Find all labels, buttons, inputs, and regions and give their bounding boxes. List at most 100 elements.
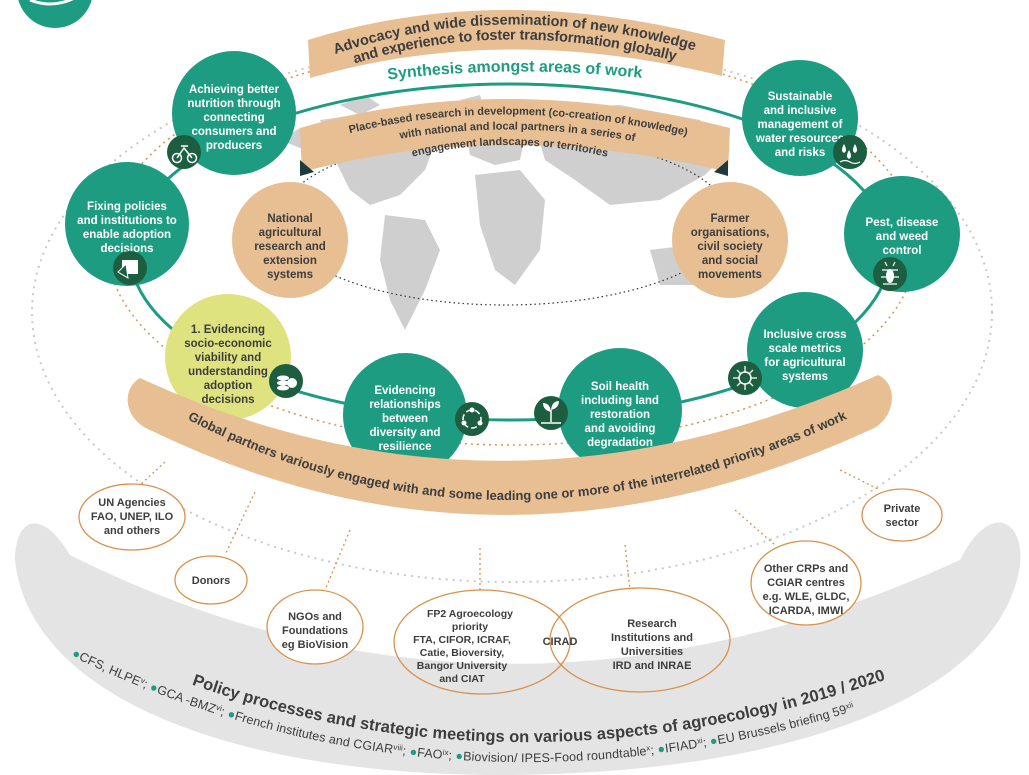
svg-text:Evidencing: Evidencing [374, 385, 435, 397]
policy-bullet: ● [222, 706, 237, 723]
svg-text:Sustainable: Sustainable [768, 91, 833, 103]
bicycle-icon [167, 135, 201, 169]
advocacy-arc [308, 10, 725, 78]
svg-text:and others: and others [104, 525, 160, 537]
svg-text:viability and: viability and [195, 352, 261, 364]
node-pest: Pest, disease and weed control [844, 176, 960, 292]
policy-item-sup: xi [696, 735, 703, 745]
policy-bullet: ● [452, 748, 464, 763]
coins-icon [269, 364, 303, 398]
svg-text:Bangor University: Bangor University [417, 660, 508, 672]
svg-text:diversity and: diversity and [370, 427, 441, 439]
node-metrics: Inclusive cross scale metrics for agricu… [747, 292, 863, 408]
partner-un-agencies: UN Agencies FAO, UNEP, ILO and others [78, 483, 186, 551]
svg-text:CGIAR centres: CGIAR centres [767, 577, 845, 589]
node-policies: Fixing policies and institutions to enab… [65, 162, 189, 286]
svg-text:and social: and social [702, 255, 758, 267]
svg-text:decisions: decisions [100, 243, 153, 255]
policy-item-sup: viii [393, 742, 404, 752]
cycle-icon [455, 402, 489, 436]
policy-item-separator: ; [650, 743, 655, 757]
partner-donors: Donors [174, 555, 248, 605]
policy-item-separator: ; [702, 735, 708, 749]
farmer-organisations-node: Farmer organisations, civil society and … [672, 182, 788, 298]
svg-text:Private: Private [884, 503, 921, 515]
partner-cirad: CIRAD [543, 636, 578, 648]
svg-text:Universities: Universities [621, 646, 683, 658]
water-drops-icon [833, 135, 867, 169]
node-evidencing-viability: 1. Evidencing socio-economic viability a… [165, 294, 291, 420]
svg-text:ICARDA, IMWI: ICARDA, IMWI [769, 605, 844, 617]
policy-item-sup: v [140, 675, 147, 685]
svg-text:Other CRPs and: Other CRPs and [764, 563, 848, 575]
policy-item-separator: ; [219, 705, 227, 719]
left-arrow-tip [300, 160, 314, 176]
svg-text:management of: management of [758, 119, 843, 131]
svg-text:restoration: restoration [590, 409, 650, 421]
partner-ngos: NGOs and Foundations eg BioVision [266, 589, 364, 665]
svg-text:control: control [883, 245, 922, 257]
svg-text:for agricultural: for agricultural [764, 357, 845, 369]
node-water: Sustainable and inclusive management of … [742, 60, 858, 176]
svg-text:and institutions to: and institutions to [77, 215, 177, 227]
svg-text:scale metrics: scale metrics [769, 343, 842, 355]
svg-text:FTA, CIFOR, ICRAF,: FTA, CIFOR, ICRAF, [413, 634, 511, 646]
svg-text:adoption: adoption [204, 380, 253, 392]
logo-fragment [18, 0, 92, 28]
svg-text:resilience: resilience [378, 441, 431, 453]
svg-text:Achieving better: Achieving better [189, 84, 280, 96]
svg-text:between: between [382, 413, 428, 425]
svg-text:Institutions and: Institutions and [611, 632, 693, 644]
svg-text:and inclusive: and inclusive [764, 105, 837, 117]
partner-connectors [139, 461, 881, 591]
svg-text:degradation: degradation [587, 437, 653, 449]
svg-text:National: National [267, 213, 312, 225]
policy-item-sup: vi [215, 702, 223, 712]
global-partners-arc [127, 375, 892, 515]
svg-text:and CIAT: and CIAT [439, 673, 485, 685]
svg-text:e.g. WLE, GLDC,: e.g. WLE, GLDC, [763, 591, 850, 603]
svg-text:and weed: and weed [876, 231, 928, 243]
synthesis-label: Synthesis amongst areas of work [386, 58, 643, 83]
svg-text:Inclusive cross: Inclusive cross [763, 329, 846, 341]
megaphone-icon [113, 251, 147, 285]
svg-text:extension: extension [263, 255, 317, 267]
svg-text:and risks: and risks [775, 147, 826, 159]
svg-text:Fixing policies: Fixing policies [87, 201, 167, 213]
global-partners-label: Global partners variously engaged with a… [186, 407, 849, 503]
svg-text:socio-economic: socio-economic [184, 338, 272, 350]
svg-text:and avoiding: and avoiding [585, 423, 656, 435]
network-icon [728, 361, 762, 395]
svg-text:sector: sector [885, 517, 919, 529]
policy-bullet: ● [653, 742, 666, 757]
place-based-arc [300, 99, 730, 172]
svg-text:organisations,: organisations, [691, 227, 770, 239]
partner-fp2: FP2 Agroecology priority FTA, CIFOR, ICR… [393, 589, 571, 695]
svg-text:priority: priority [452, 621, 488, 633]
svg-text:nutrition through: nutrition through [187, 98, 280, 110]
svg-text:Soil health: Soil health [591, 381, 649, 393]
node-diversity: Evidencing relationships between diversi… [343, 353, 467, 477]
right-arrow-tip [714, 160, 728, 176]
svg-text:relationships: relationships [369, 399, 441, 411]
svg-text:systems: systems [782, 371, 828, 383]
svg-text:understanding: understanding [188, 366, 268, 378]
svg-text:Catie, Bioversity,: Catie, Bioversity, [420, 647, 505, 659]
svg-text:connecting: connecting [203, 112, 264, 124]
node-nutrition: Achieving better nutrition through conne… [172, 51, 296, 175]
svg-text:producers: producers [206, 140, 262, 152]
svg-text:including land: including land [581, 395, 659, 407]
policy-bullet: ● [405, 744, 418, 759]
svg-text:decisions: decisions [201, 394, 254, 406]
policy-item-sup: x [646, 743, 651, 752]
seedling-icon [534, 396, 568, 430]
svg-text:research and: research and [254, 241, 326, 253]
svg-text:1. Evidencing: 1. Evidencing [191, 324, 265, 336]
national-systems-node: National agricultural research and exten… [232, 182, 348, 298]
svg-text:IRD and INRAE: IRD and INRAE [613, 660, 692, 672]
policy-item-text: FAO [417, 745, 444, 761]
partner-private-sector: Private sector [861, 488, 943, 542]
policy-band [15, 522, 1021, 775]
